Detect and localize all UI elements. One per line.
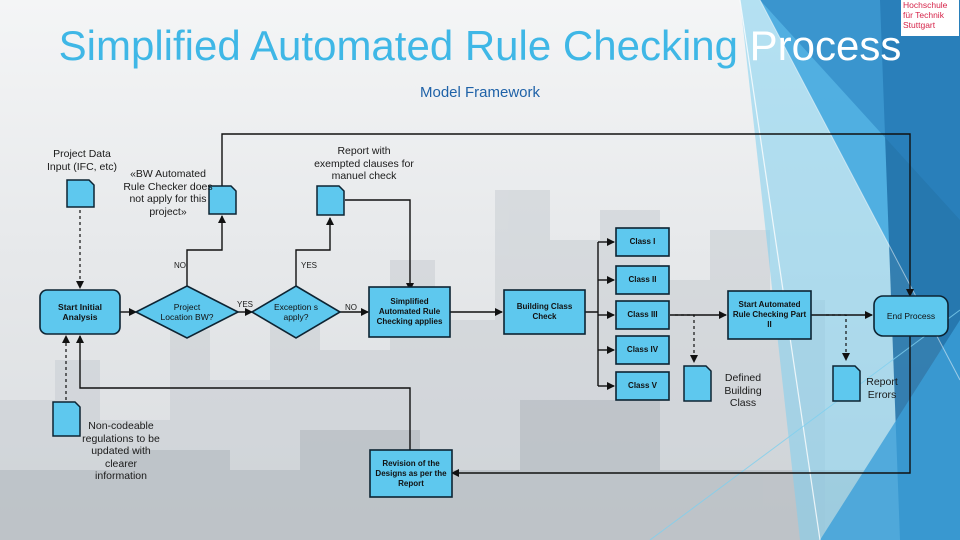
label-start-part2: Start Automated Rule Checking Part II: [732, 300, 807, 329]
edge-revision-to-start: [76, 335, 411, 450]
node-exceptions-apply[interactable]: [250, 285, 342, 339]
label-revision-designs: Revision of the Designs as per the Repor…: [375, 458, 447, 488]
logo-line-1: Hochschule: [903, 0, 948, 10]
node-simplified-checking[interactable]: [368, 286, 451, 338]
document-icon-report-errors: [832, 365, 861, 402]
edge-bw-note-to-end: [221, 133, 914, 297]
edge-classcheck-to-classes: [585, 242, 599, 386]
university-logo: Hochschule für Technik Stuttgart: [901, 0, 959, 36]
label-end-process: End Process: [886, 311, 936, 321]
document-icon-noncodeable: [52, 401, 81, 437]
document-icon-bw-note: [208, 185, 237, 215]
facet-line-1: [739, 0, 821, 540]
label-building-class-check: Building Class Check: [516, 302, 573, 321]
label-class-2: Class II: [628, 275, 657, 284]
logo-line-3: Stuttgart: [903, 20, 936, 30]
label-no-exceptions: NO: [345, 303, 357, 312]
label-project-location: Project Location BW?: [160, 302, 214, 322]
label-project-data-input: Project Data Input (IFC, etc): [46, 148, 118, 173]
node-class-1[interactable]: [615, 227, 670, 257]
label-no-location: NO: [174, 261, 186, 270]
node-building-class-check[interactable]: [503, 289, 586, 335]
page-title-main: Simplified Automated Rule Checking: [58, 22, 750, 69]
edge-report-errors-dashed: [826, 314, 850, 361]
document-icon-project-data: [66, 179, 95, 208]
label-yes-location: YES: [236, 300, 253, 309]
label-class-4: Class IV: [626, 345, 659, 354]
edge-end-to-revision: [451, 335, 911, 477]
node-start-part2[interactable]: [727, 290, 812, 340]
document-icon-defined-class: [683, 365, 712, 402]
node-end-process[interactable]: [873, 295, 949, 337]
document-icon-report-exempted: [316, 185, 345, 216]
facet-bottom: [820, 320, 960, 540]
logo-line-2: für Technik: [903, 10, 944, 20]
label-class-3: Class III: [627, 310, 658, 319]
label-defined-building-class: Defined Building Class: [724, 372, 762, 409]
label-bw-checker-note: «BW Automated Rule Checker does not appl…: [123, 168, 213, 218]
node-class-3[interactable]: [615, 300, 670, 330]
node-class-2[interactable]: [615, 265, 670, 295]
edge-exceptions-yes: [295, 217, 334, 288]
edge-report-to-simplified: [345, 199, 414, 291]
label-report-exempted: Report with exempted clauses for manuel …: [314, 145, 414, 182]
node-revision-designs[interactable]: [369, 449, 453, 498]
node-class-5[interactable]: [615, 371, 670, 401]
page-subtitle: Model Framework: [419, 84, 541, 101]
node-class-4[interactable]: [615, 335, 670, 365]
label-non-codeable: Non-codeable regulations to be updated w…: [82, 420, 160, 482]
label-report-errors: Report Errors: [866, 376, 898, 401]
facet-line-3: [649, 309, 960, 540]
label-start-initial-analysis: Start Initial Analysis: [58, 302, 102, 322]
edge-defined-class-dashed: [675, 314, 698, 363]
label-yes-exceptions: YES: [300, 261, 317, 270]
node-project-location[interactable]: [134, 285, 240, 339]
label-simplified-checking: Simplified Automated Rule Checking appli…: [376, 297, 443, 326]
node-start-initial-analysis[interactable]: [39, 289, 121, 335]
page-title-end: Process: [749, 22, 902, 69]
label-class-1: Class I: [629, 237, 656, 246]
edge-location-no: [186, 215, 226, 288]
page-title: Simplified Automated Rule Checking Proce…: [0, 18, 960, 74]
label-class-5: Class V: [628, 381, 657, 390]
label-exceptions-apply: Exception s apply?: [274, 302, 318, 322]
